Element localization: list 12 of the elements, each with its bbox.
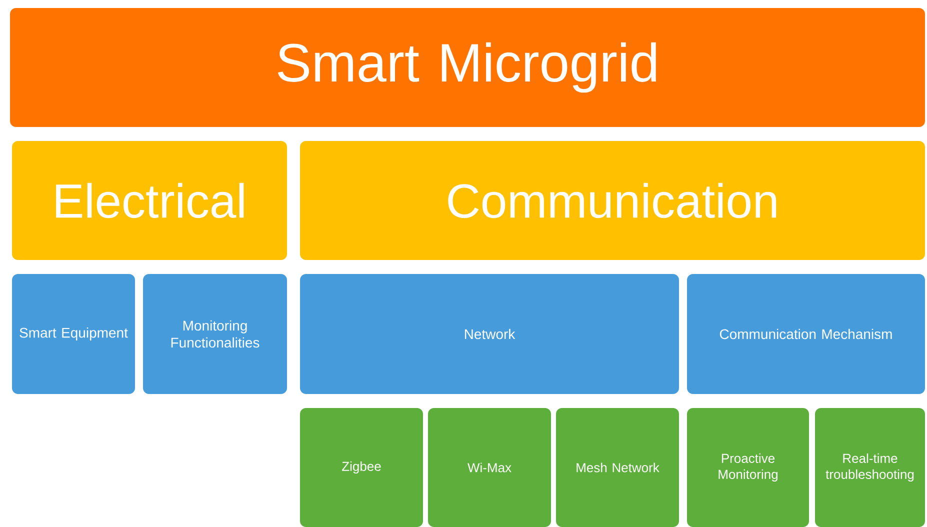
leaf-box: Real-time troubleshooting	[815, 408, 925, 527]
leaf-box: Proactive Monitoring	[687, 408, 809, 527]
item-box: Monitoring Functionalities	[143, 274, 287, 394]
title-banner: Smart Microgrid	[10, 8, 925, 127]
category-box: Communication	[300, 141, 925, 260]
item-box: Communication Mechanism	[687, 274, 925, 394]
leaf-box: Wi-Max	[428, 408, 551, 527]
category-box: Electrical	[12, 141, 287, 260]
item-box: Smart Equipment	[12, 274, 135, 394]
leaf-box: Zigbee	[300, 408, 423, 527]
item-box: Network	[300, 274, 679, 394]
leaf-box: Mesh Network	[556, 408, 679, 527]
